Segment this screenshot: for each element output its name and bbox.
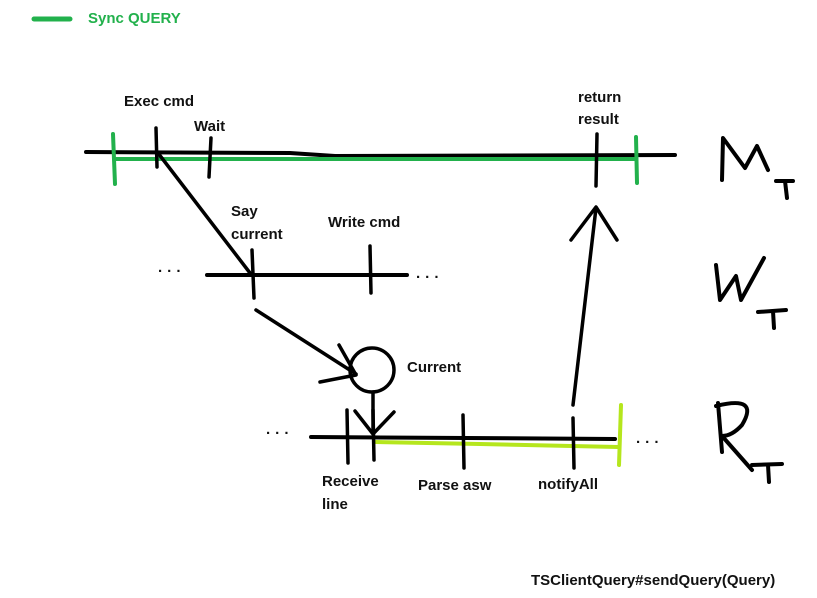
tick-say-current [250,248,256,300]
arrow-exec-to-say [156,151,252,275]
label-parse-asw: Parse asw [418,477,492,494]
label-notify-all: notifyAll [538,476,598,493]
label-receive-line-line2: line [322,496,348,513]
label-return-result-line2: result [578,111,619,128]
label-write-cmd: Write cmd [328,214,401,231]
tick-receive-line-b [371,408,376,462]
reader-ellipsis-left: · · · [266,425,290,442]
main-sync-start [111,132,117,186]
writer-ellipsis-left: · · · [158,263,182,280]
tick-wait [207,136,213,179]
main-sync-end [634,135,639,185]
thread-writer-glyph [714,256,788,330]
arrow-notify-to-return [571,206,598,407]
legend-label: Sync QUERY [88,10,181,27]
reader-sync-end [617,403,623,467]
arrow-say-to-current [254,308,358,376]
tick-return-result [594,132,599,188]
writer-ellipsis-right: · · · [416,269,440,286]
arrowhead-return [569,205,619,242]
thread-reader-glyph [714,401,784,484]
label-say-current-line1: Say [231,203,258,220]
label-say-current-line2: current [231,226,283,243]
label-current: Current [407,359,462,376]
label-receive-line-line1: Receive [322,473,379,490]
tick-exec-cmd [154,126,159,169]
tick-notify-all [571,416,576,470]
reader-sync-bar [374,440,620,449]
tick-write-cmd [368,244,373,295]
main-timeline [84,150,677,159]
label-exec-cmd: Exec cmd [124,93,195,110]
label-return-result-line1: return [578,89,622,106]
thread-main-glyph [720,136,795,200]
diagram-signature: TSClientQuery#sendQuery(Query) [531,572,776,589]
current-node [348,346,396,394]
label-wait: Wait [194,118,226,135]
reader-ellipsis-right: · · · [636,434,660,451]
tick-receive-line-a [345,408,350,465]
arrowhead-current [318,343,358,384]
tick-parse-asw [461,413,466,470]
